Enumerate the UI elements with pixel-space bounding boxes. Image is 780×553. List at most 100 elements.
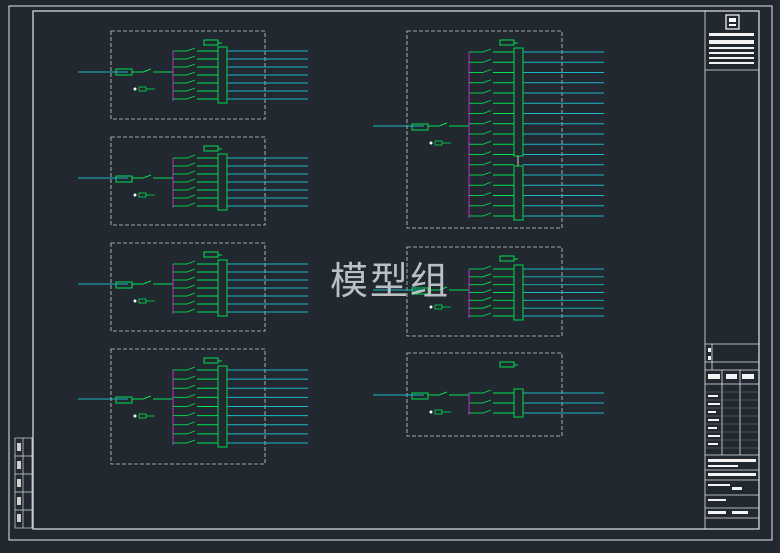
feeder-breaker [482, 48, 492, 53]
meter-box [411, 123, 429, 131]
panel-border [110, 242, 266, 332]
aux-box [138, 413, 147, 419]
panel-border [406, 30, 563, 229]
panel-7 [373, 352, 604, 437]
feeder-breaker [482, 110, 492, 114]
panel-2 [78, 136, 308, 226]
feeder-breaker [482, 273, 492, 278]
feeder-breaker [186, 439, 196, 444]
feeder-breaker [482, 58, 492, 63]
bus-label-box [499, 361, 515, 368]
main-switch-blade [438, 391, 448, 396]
bus-label-box [203, 251, 219, 258]
feeder-breaker [186, 260, 196, 265]
feeder-breaker [186, 202, 196, 207]
feeder-breaker [482, 171, 492, 176]
panel-3 [78, 242, 308, 332]
aux-box [434, 409, 443, 415]
feeder-breaker [186, 194, 196, 199]
ground-dot [429, 305, 433, 309]
feeder-breaker [482, 130, 492, 135]
bus-label-box [499, 255, 515, 262]
aux-box [138, 86, 147, 92]
feeder-breaker [482, 296, 492, 301]
main-switch-blade [142, 174, 152, 179]
busbar [513, 264, 524, 321]
ground-dot [429, 410, 433, 414]
feeder-breaker [482, 304, 492, 309]
bus-label-box [203, 357, 219, 364]
busbar-lower [513, 165, 524, 221]
aux-box [434, 140, 443, 146]
panel-5 [373, 30, 604, 229]
feeder-breaker [482, 265, 492, 270]
meter-box [115, 396, 133, 404]
panel-border [406, 246, 563, 337]
main-switch-blade [142, 68, 152, 73]
feeder-breaker [186, 186, 196, 191]
panel-1 [78, 30, 308, 120]
sheet-outer-frame [8, 5, 773, 541]
feeder-breaker [186, 421, 196, 426]
meter-box [411, 287, 429, 295]
feeder-breaker [482, 161, 492, 166]
aux-box [138, 192, 147, 198]
main-switch-blade [438, 122, 448, 127]
feeder-breaker [482, 181, 492, 186]
feeder-breaker [186, 95, 196, 100]
feeder-breaker [186, 412, 196, 417]
ground-dot [133, 87, 137, 91]
busbar [217, 259, 228, 317]
feeder-breaker [482, 120, 492, 125]
meter-box [115, 175, 133, 183]
bus-label-box [499, 39, 515, 46]
feeder-breaker [186, 170, 196, 175]
feeder-breaker [482, 281, 492, 286]
feeder-breaker [482, 212, 492, 217]
left-strip-marks [17, 443, 21, 522]
title-block-rows [705, 391, 759, 449]
feeder-breaker [186, 154, 196, 159]
feeder-breaker [186, 178, 196, 183]
feeder-breaker [186, 384, 196, 389]
feeder-breaker [186, 403, 196, 407]
distribution-panels [78, 30, 604, 465]
feeder-breaker [482, 140, 492, 145]
feeder-breaker [186, 308, 196, 313]
feeder-breaker [482, 202, 492, 207]
feeder-breaker [186, 162, 196, 167]
feeder-breaker [186, 55, 196, 60]
feeder-breaker [482, 399, 492, 404]
panel-border [110, 136, 266, 226]
meter-box [411, 392, 429, 400]
ground-dot [429, 141, 433, 145]
feeder-breaker [482, 289, 492, 293]
left-revision-strip [14, 437, 33, 529]
title-block-text-bars [708, 33, 756, 514]
feeder-breaker [482, 89, 492, 94]
ground-dot [133, 193, 137, 197]
feeder-breaker [482, 192, 492, 196]
feeder-breaker [482, 99, 492, 104]
ground-dot [133, 299, 137, 303]
busbar-upper [513, 47, 524, 157]
feeder-breaker [186, 393, 196, 398]
title-block-logo [725, 14, 740, 30]
busbar [217, 153, 228, 211]
feeder-breaker [186, 375, 196, 380]
feeder-breaker [186, 63, 196, 68]
main-switch-blade [142, 395, 152, 400]
feeder-breaker [186, 79, 196, 84]
busbar [513, 388, 524, 418]
main-switch-blade [438, 286, 448, 291]
ground-dot [133, 414, 137, 418]
feeder-breaker [482, 312, 492, 317]
feeder-breaker [186, 71, 196, 76]
busbar [217, 46, 228, 104]
feeder-breaker [186, 87, 196, 92]
bus-label-box [203, 39, 219, 46]
feeder-breaker [482, 389, 492, 394]
meter-box [115, 281, 133, 289]
